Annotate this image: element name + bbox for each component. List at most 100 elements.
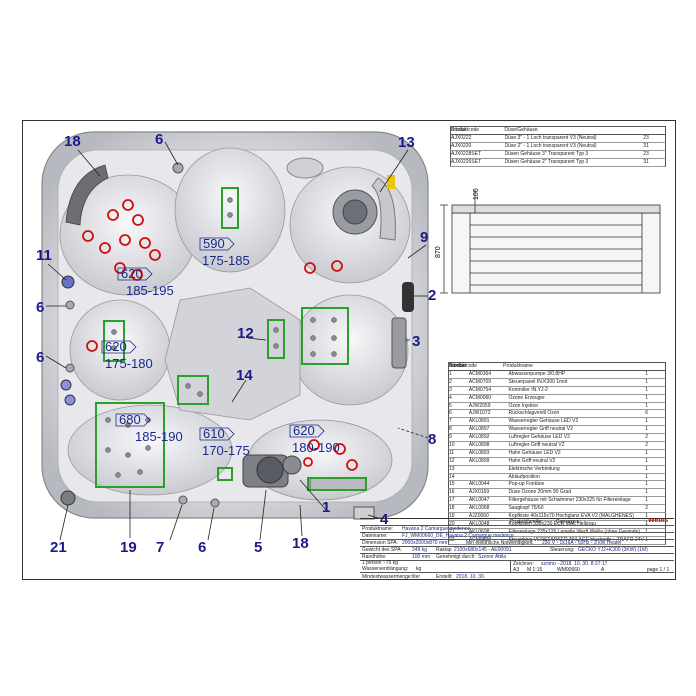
- table-cell: 16: [449, 489, 455, 496]
- seat-tags: [101, 237, 325, 441]
- callout-18: 18: [64, 133, 81, 150]
- table-cell: Kopfkiste 40x115x70 Hochglanz EVA V2 (MA…: [508, 513, 634, 520]
- table-cell: Hahn Griff neutral V2: [508, 457, 556, 464]
- table-cell: 15: [449, 481, 455, 488]
- drawn-value: szomo - 2018. 10. 30. 8:37:17: [541, 561, 608, 567]
- table-cell: Düsen Gehäuse 2" Transparent Typ 3: [504, 159, 589, 165]
- table-cell: AJZ0060: [468, 513, 489, 520]
- table-cell: 1: [645, 418, 648, 425]
- product-value: Havana 2 Camargue medence: [402, 526, 471, 532]
- table-cell: 23: [643, 135, 649, 141]
- table-cell: 31: [643, 143, 649, 149]
- table-cell: 18: [449, 505, 455, 512]
- table-cell: 6: [645, 410, 648, 417]
- created-value: 2018. 10. 30.: [456, 574, 486, 580]
- table-cell: Steuerpanel IN.K300 1mot: [508, 378, 568, 385]
- water-label: Wasserverdrängung:: [362, 566, 409, 572]
- table-cell: AKL0068: [468, 505, 490, 512]
- callout-2: 2: [428, 287, 436, 304]
- table-cell: 1: [645, 465, 648, 472]
- table-cell: 1: [645, 497, 648, 504]
- table-cell: Filtereinlage 235x126 Lamelle Werft Well…: [508, 528, 641, 535]
- table-cell: 2: [645, 442, 648, 449]
- table-cell: 1: [645, 473, 648, 480]
- family-label: Produktfamilie:: [510, 519, 544, 525]
- table-cell: AKL0048: [468, 520, 490, 527]
- table-cell: Filtergehäuse mit Schwimmer 230x325 für …: [508, 497, 631, 504]
- table-cell: 1: [645, 394, 648, 401]
- table-cell: 1: [645, 449, 648, 456]
- table-cell: AJX0222: [451, 135, 472, 141]
- file-label: Dateiname:: [362, 533, 388, 539]
- revision: A: [601, 567, 605, 573]
- table-cell: Düse 3" - 1 Loch transparent V3 (Neutral…: [504, 135, 597, 141]
- table-cell: 2: [645, 434, 648, 441]
- table-cell: [469, 466, 509, 473]
- table-cell: Elektrische Verbindung: [508, 465, 560, 472]
- raklap-label: Raklap: [436, 547, 452, 553]
- callout-6: 6: [155, 131, 163, 148]
- table-cell: Abwasserpumpe 3/0.8HP: [508, 371, 566, 377]
- callout-19: 19: [120, 539, 137, 556]
- callout-1: 1: [322, 499, 330, 516]
- seat-code: 610: [203, 426, 225, 441]
- callout-numbers: 18 6 13 11 6 6 9 2 3 12 14 8 21 19 7 6 5…: [36, 131, 436, 556]
- jet-group-3inch: [82, 199, 358, 471]
- title-block: Produktfamilie: Camargue Wellis Produktn…: [360, 518, 674, 580]
- table-cell: 14: [449, 473, 455, 480]
- rand-label: Randhöhe:: [362, 554, 387, 560]
- sheet-scale: M 1:15: [527, 567, 543, 573]
- table-cell: Düsen Gehäuse 3" Transparent Typ 3: [504, 151, 589, 157]
- table-cell: 17: [449, 497, 455, 504]
- table-cell: Kopfkisten 330x230 ECR MAL Hellgrau: [508, 520, 596, 527]
- created-label: Erstellt:: [436, 574, 453, 580]
- jet-group-2inch: [95, 187, 367, 491]
- water-person: 1 person ~75 kg: [362, 560, 398, 566]
- table-cell: 3: [449, 386, 452, 393]
- col-name: Düse/Gehäuse: [504, 127, 538, 133]
- min-unit: liter: [412, 574, 421, 580]
- table-cell: 10: [449, 442, 455, 449]
- file-value: FJ_WM00660_DE_Havana 2 Camargue medence: [402, 533, 514, 539]
- callout-7: 7: [156, 539, 164, 556]
- table-cell: 6: [449, 410, 452, 417]
- callout-6: 6: [36, 299, 44, 316]
- table-cell: 7: [449, 418, 452, 425]
- table-cell: 20: [449, 520, 455, 527]
- brand-logo: Wellis: [648, 518, 669, 524]
- table-cell: 23: [643, 151, 649, 157]
- side-elevation: [440, 190, 661, 294]
- table-cell: ACM0060: [468, 394, 492, 401]
- callout-9: 9: [420, 229, 428, 246]
- drawn-label: Zeichner:: [513, 561, 534, 567]
- table-cell: 1: [645, 520, 648, 527]
- jet-table-header: Produktcode Düse/Gehäuse Stücke: [450, 126, 666, 135]
- table-cell: AKL0608: [468, 528, 490, 535]
- table-cell: 2: [645, 505, 648, 512]
- col-number: Number: [449, 363, 467, 369]
- seat-range: 185-195: [126, 283, 174, 298]
- callout-6: 6: [198, 539, 206, 556]
- table-cell: 1: [645, 481, 648, 488]
- table-cell: AJX0169: [468, 489, 490, 496]
- table-cell: ACM0364: [468, 371, 492, 377]
- dimension-width: 870: [435, 246, 442, 258]
- seat-code: 620: [105, 339, 127, 354]
- table-row: AJX0222 Düse 3" - 1 Loch transparent V3 (…: [450, 135, 666, 143]
- callout-4: 4: [380, 511, 389, 528]
- callout-11: 11: [36, 247, 52, 264]
- callout-18: 18: [292, 535, 309, 552]
- page-number: page 1 / 1: [647, 567, 670, 573]
